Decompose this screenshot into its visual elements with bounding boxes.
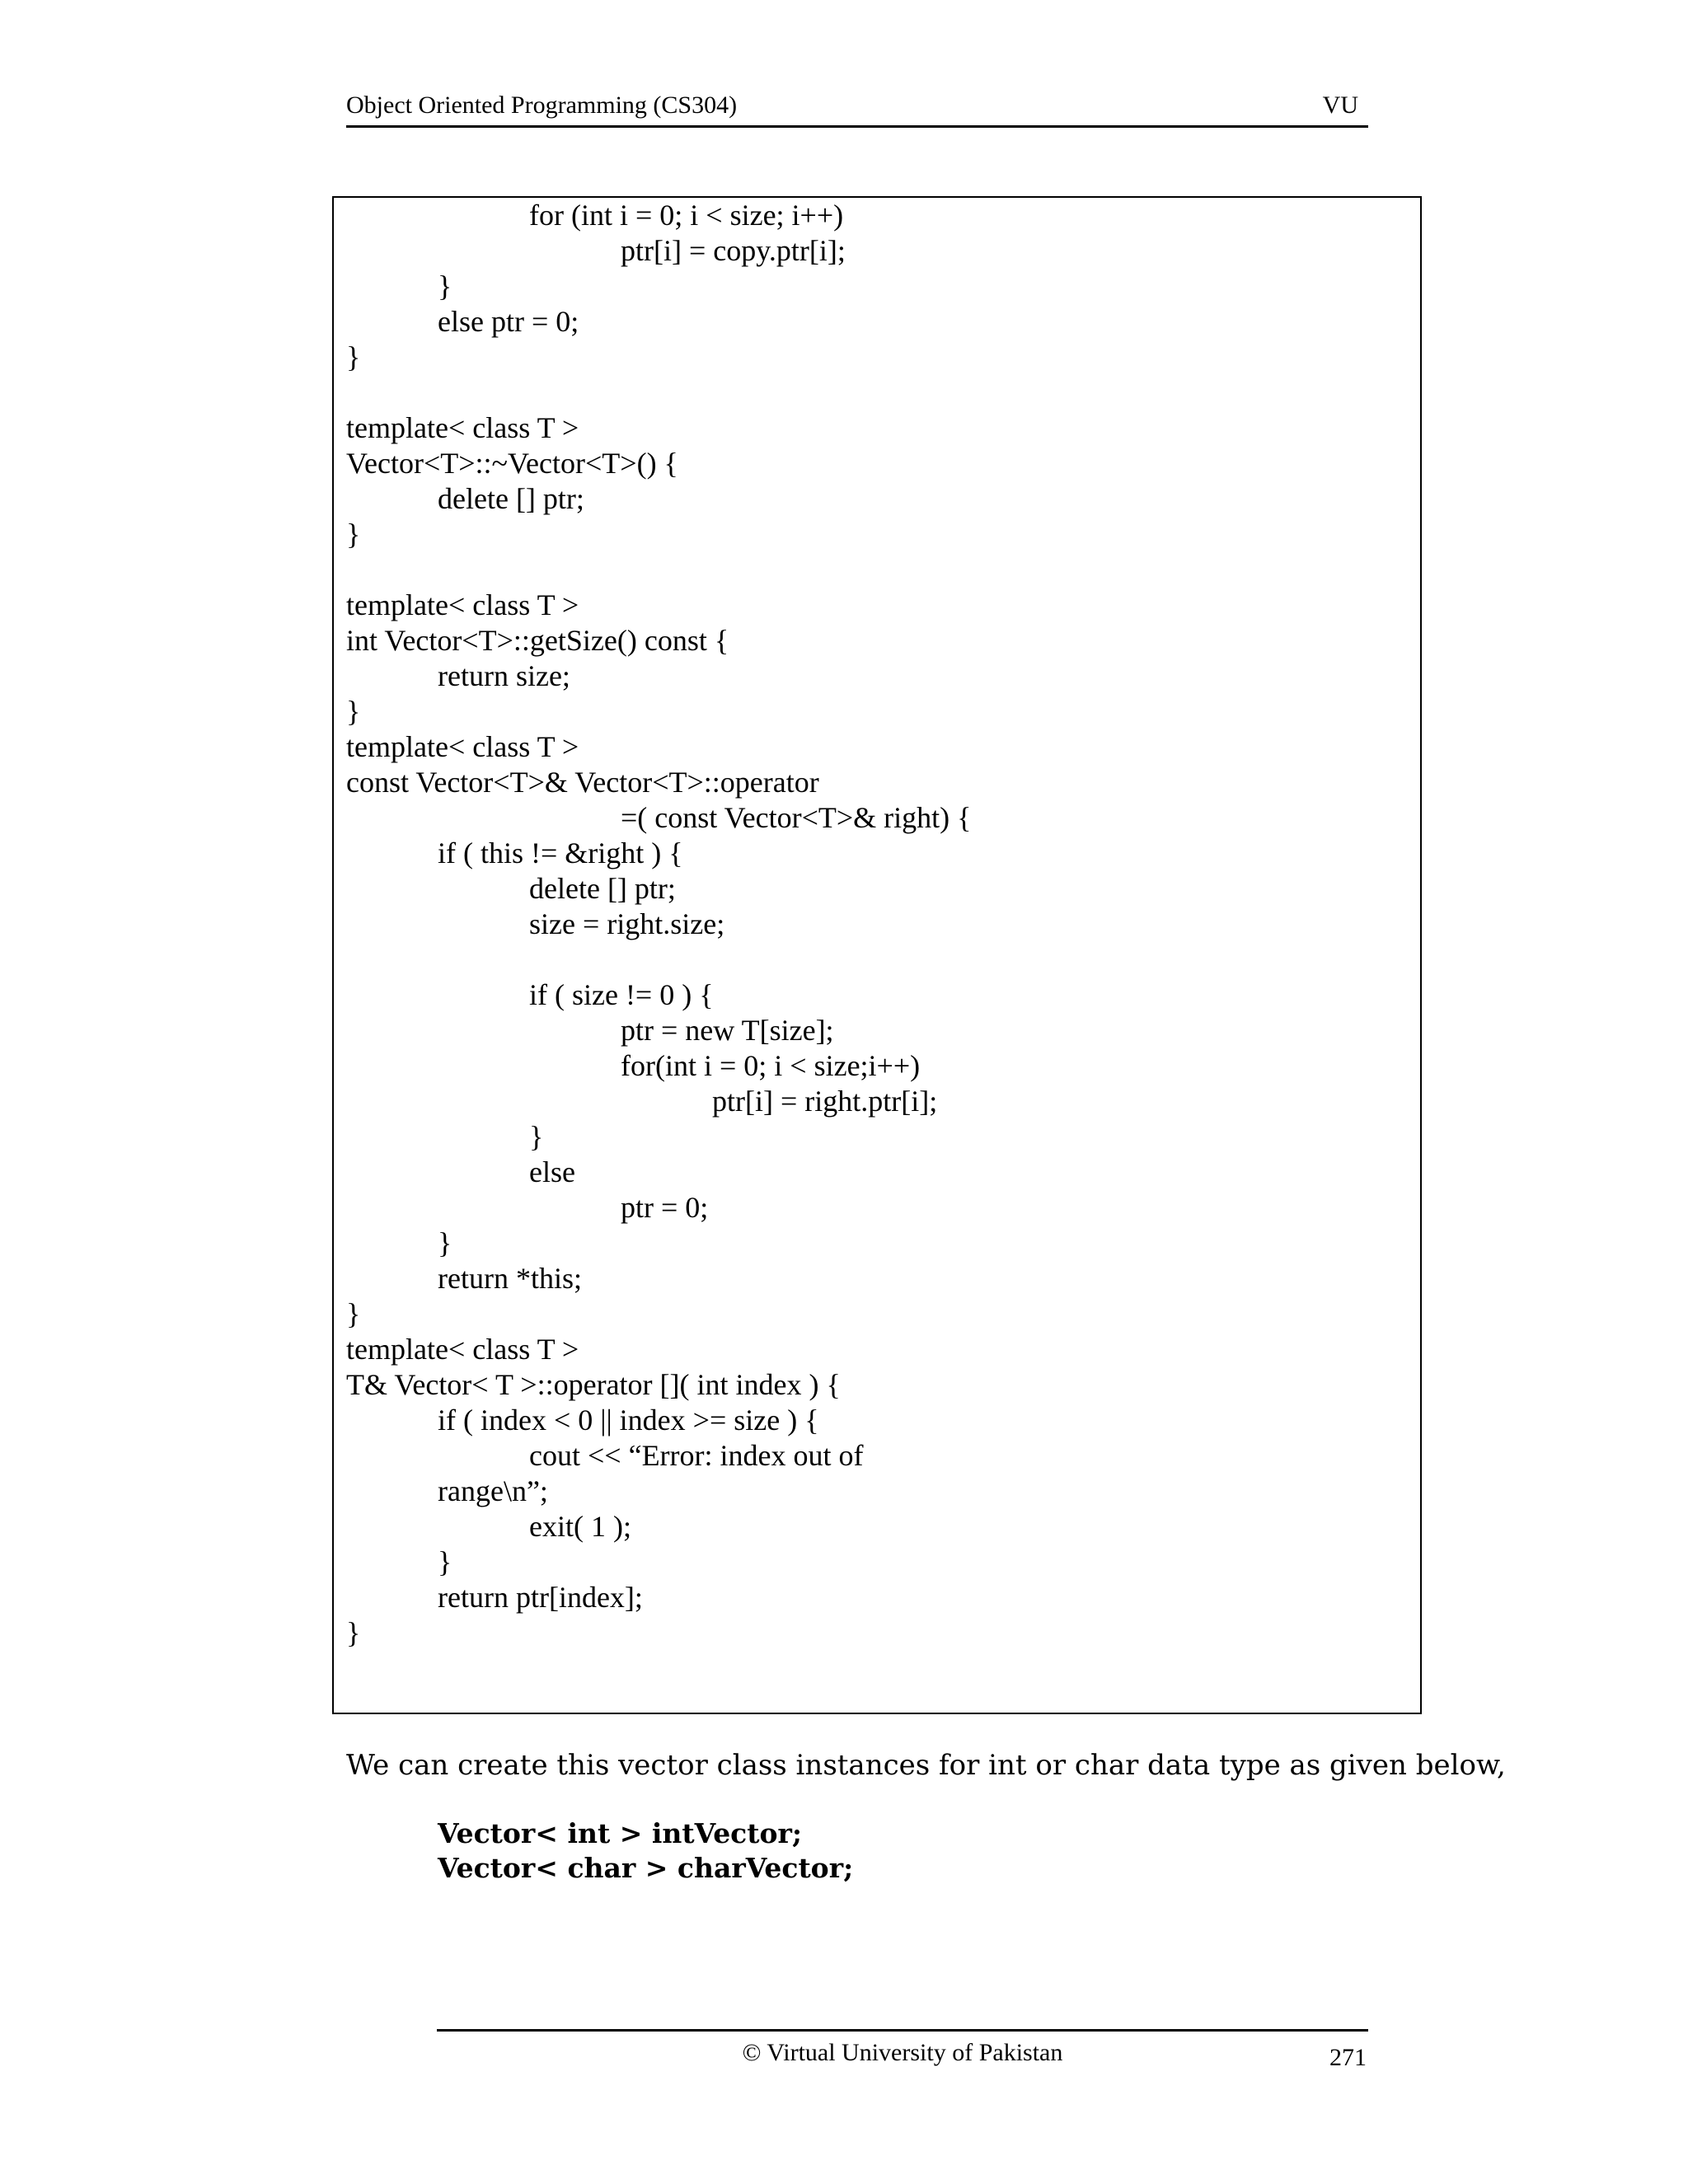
page-number: 271 [1329, 2044, 1367, 2071]
code-line: int Vector<T>::getSize() const { [346, 624, 729, 657]
code-line: template< class T > [346, 730, 579, 763]
declaration-examples: Vector< int > intVector; Vector< char > … [438, 1816, 853, 1886]
body-paragraph: We can create this vector class instance… [346, 1749, 1506, 1782]
code-line: delete [] ptr; [529, 872, 676, 905]
code-line: return ptr[index]; [438, 1581, 643, 1614]
copyright-notice: © Virtual University of Pakistan [742, 2039, 1063, 2066]
code-line: size = right.size; [529, 907, 725, 940]
code-line: cout << “Error: index out of [529, 1439, 864, 1472]
code-listing-box: for (int i = 0; i < size; i++)ptr[i] = c… [332, 196, 1422, 1714]
code-line: for (int i = 0; i < size; i++) [529, 199, 844, 232]
code-line: if ( size != 0 ) { [529, 978, 714, 1011]
code-line [346, 375, 1420, 410]
course-title: Object Oriented Programming (CS304) [346, 91, 738, 119]
code-line: ptr = 0; [621, 1191, 709, 1224]
code-line: ptr[i] = copy.ptr[i]; [621, 234, 846, 267]
page-header: Object Oriented Programming (CS304) VU [346, 89, 1368, 128]
code-line: } [438, 269, 452, 302]
page-footer: © Virtual University of Pakistan 271 [437, 2029, 1368, 2081]
code-line: } [346, 518, 361, 551]
code-listing: for (int i = 0; i < size; i++)ptr[i] = c… [346, 198, 1420, 1651]
code-line: template< class T > [346, 411, 579, 444]
code-line: } [529, 1120, 544, 1153]
code-line: =( const Vector<T>& right) { [621, 801, 972, 834]
code-line: else ptr = 0; [438, 305, 579, 338]
code-line: if ( this != &right ) { [438, 837, 683, 869]
code-line: template< class T > [346, 588, 579, 621]
code-line: const Vector<T>& Vector<T>::operator [346, 766, 819, 799]
code-line: ptr[i] = right.ptr[i]; [712, 1085, 938, 1118]
code-line: } [346, 340, 361, 373]
code-line: } [346, 1616, 361, 1649]
code-line: ptr = new T[size]; [621, 1014, 834, 1047]
institution-abbrev: VU [1322, 91, 1358, 119]
code-line [346, 942, 1420, 977]
declaration-char-vector: Vector< char > charVector; [438, 1852, 854, 1884]
code-line: T& Vector< T >::operator []( int index )… [346, 1368, 841, 1401]
code-line: } [346, 1297, 361, 1330]
code-line: range\n”; [438, 1474, 548, 1507]
code-line: else [529, 1155, 575, 1188]
code-line: delete [] ptr; [438, 482, 584, 515]
code-line: } [438, 1226, 452, 1259]
code-line: } [346, 695, 361, 728]
code-line: } [438, 1545, 452, 1578]
code-line: Vector<T>::~Vector<T>() { [346, 447, 678, 480]
code-line: for(int i = 0; i < size;i++) [621, 1049, 921, 1082]
code-line: return size; [438, 659, 570, 692]
code-line [346, 552, 1420, 588]
code-line: exit( 1 ); [529, 1510, 631, 1543]
code-line: template< class T > [346, 1333, 579, 1366]
code-line: return *this; [438, 1262, 582, 1295]
declaration-int-vector: Vector< int > intVector; [438, 1817, 803, 1849]
code-line: if ( index < 0 || index >= size ) { [438, 1404, 819, 1436]
